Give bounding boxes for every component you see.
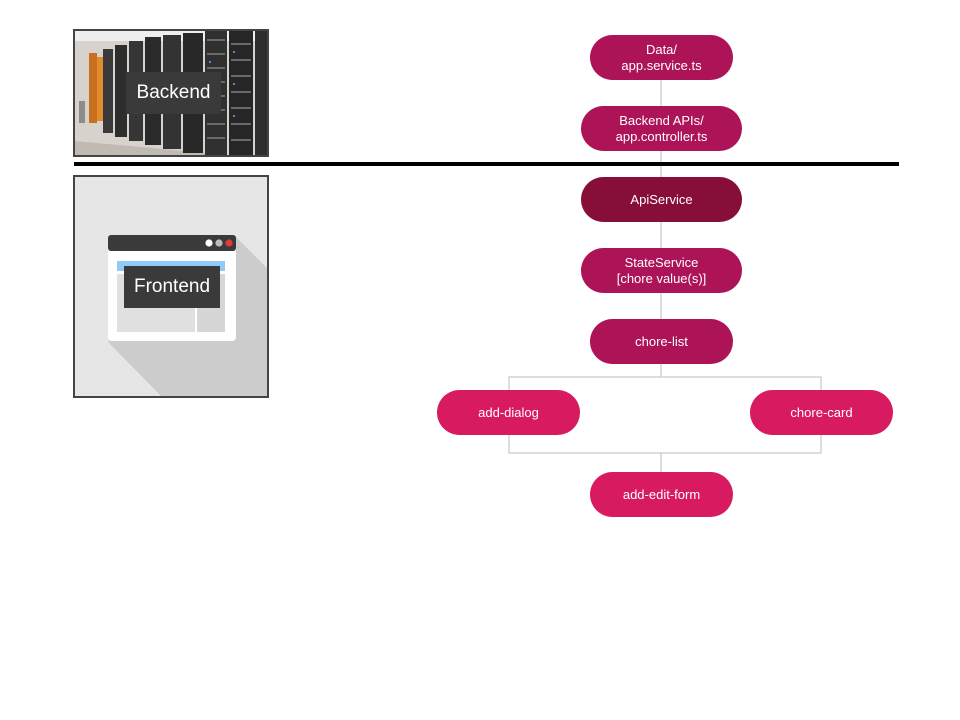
- window-dot-icon: [215, 239, 223, 247]
- chore-list-node: chore-list: [590, 319, 733, 364]
- backend-apis-node: Backend APIs/ app.controller.ts: [581, 106, 742, 151]
- server-racks-image: [75, 31, 267, 155]
- node-line: Data/: [645, 41, 678, 57]
- node-line: add-edit-form: [622, 486, 701, 502]
- node-line: chore-list: [635, 333, 688, 349]
- state-service-node: StateService [chore value(s)]: [581, 248, 742, 293]
- node-line: StateService: [624, 254, 699, 270]
- node-line: app.service.ts: [621, 57, 702, 73]
- node-line: [chore value(s)]: [616, 270, 707, 286]
- chore-card-node: chore-card: [750, 390, 893, 435]
- window-dot-icon: [225, 239, 233, 247]
- add-edit-form-node: add-edit-form: [590, 472, 733, 517]
- backend-frontend-divider: [74, 162, 899, 166]
- frontend-panel: Frontend: [73, 175, 269, 398]
- connector-branch-top: [508, 376, 822, 390]
- node-line: app.controller.ts: [615, 128, 708, 144]
- backend-panel: Backend: [73, 29, 269, 157]
- node-line: Backend APIs/: [619, 112, 704, 128]
- window-dot-icon: [205, 239, 213, 247]
- add-dialog-node: add-dialog: [437, 390, 580, 435]
- api-service-node: ApiService: [581, 177, 742, 222]
- node-line: add-dialog: [478, 404, 539, 420]
- backend-label: Backend: [126, 72, 221, 114]
- node-line: ApiService: [630, 191, 693, 207]
- connector-branch-bottom: [508, 434, 822, 454]
- node-line: chore-card: [790, 404, 853, 420]
- data-service-node: Data/ app.service.ts: [590, 35, 733, 80]
- frontend-label: Frontend: [124, 266, 220, 308]
